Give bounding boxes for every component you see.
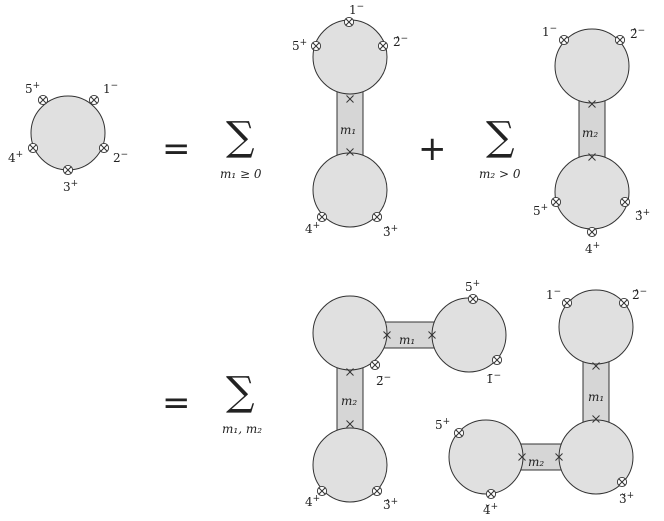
vertex-marker bbox=[558, 34, 570, 46]
lhs-label-5: 5+ bbox=[25, 81, 40, 96]
propagator-label-m2: m₂ bbox=[582, 126, 598, 140]
cross-marker bbox=[383, 331, 391, 339]
cross-marker bbox=[518, 453, 526, 461]
vertex-marker bbox=[618, 297, 630, 309]
d2-label-2hat: 2̂− bbox=[630, 26, 645, 41]
vertex-marker bbox=[369, 359, 381, 371]
vertex-marker bbox=[88, 94, 100, 106]
vertex-marker bbox=[316, 485, 328, 497]
d2-label-1: 1− bbox=[542, 24, 557, 39]
cross-marker bbox=[592, 362, 600, 370]
cross-marker bbox=[555, 453, 563, 461]
d1-label-2hat: 2̂− bbox=[393, 34, 408, 49]
diagram-2 bbox=[550, 28, 631, 238]
d3-label-2bar: 2̄− bbox=[376, 373, 391, 388]
propagator-label-m1-h: m₁ bbox=[399, 333, 415, 347]
d2-label-3hat: 3̂+ bbox=[635, 208, 650, 223]
cross-marker bbox=[346, 148, 354, 156]
diagram-4 bbox=[448, 289, 634, 500]
lhs-blob bbox=[27, 94, 110, 176]
d4-label-5: 5+ bbox=[435, 417, 450, 432]
d4-label-2hat: 2̂− bbox=[632, 287, 647, 302]
sum-symbol-1: ∑ bbox=[226, 114, 255, 160]
d3-label-5: 5+ bbox=[465, 279, 480, 294]
cross-marker bbox=[588, 153, 596, 161]
cross-marker bbox=[592, 415, 600, 423]
d2-label-5: 5+ bbox=[533, 203, 548, 218]
vertex-marker bbox=[453, 427, 465, 439]
cross-marker bbox=[428, 331, 436, 339]
d4-label-4breve: 4̆+ bbox=[483, 502, 498, 517]
vertex-marker bbox=[98, 142, 110, 154]
vertex-marker bbox=[614, 34, 626, 46]
diagram-3 bbox=[312, 293, 507, 503]
d1-label-1: 1− bbox=[349, 2, 364, 17]
cross-marker bbox=[588, 100, 596, 108]
propagator-label-m2-h: m₂ bbox=[528, 455, 544, 469]
vertex-marker bbox=[550, 196, 562, 208]
d3-label-3hat: 3̂+ bbox=[383, 497, 398, 512]
lhs-label-3: 3+ bbox=[63, 179, 78, 194]
d2-label-4: 4+ bbox=[585, 241, 600, 256]
sum-subscript-1: m₁ ≥ 0 bbox=[220, 167, 262, 181]
vertex-marker bbox=[37, 94, 49, 106]
vertex-marker bbox=[62, 164, 74, 176]
vertex-marker bbox=[371, 211, 383, 223]
d1-label-4: 4+ bbox=[305, 221, 320, 236]
lhs-label-4: 4+ bbox=[8, 150, 23, 165]
vertex-marker bbox=[619, 196, 631, 208]
sum-symbol-2: ∑ bbox=[486, 114, 515, 160]
lhs-label-2: 2− bbox=[113, 150, 128, 165]
vertex-marker bbox=[467, 293, 479, 305]
vertex-marker bbox=[316, 211, 328, 223]
vertex-marker bbox=[616, 476, 628, 488]
d1-label-3hat: 3̂+ bbox=[383, 224, 398, 239]
lhs-label-1: 1− bbox=[103, 81, 118, 96]
cross-marker bbox=[346, 368, 354, 376]
d1-label-5: 5+ bbox=[292, 38, 307, 53]
vertex-marker bbox=[377, 40, 389, 52]
d3-label-4: 4+ bbox=[305, 494, 320, 509]
vertex-marker bbox=[561, 297, 573, 309]
vertex-marker bbox=[586, 226, 598, 238]
cross-marker bbox=[346, 420, 354, 428]
vertex-marker bbox=[27, 142, 39, 154]
propagator-label-m1-v: m₁ bbox=[588, 390, 604, 404]
vertex-marker bbox=[371, 485, 383, 497]
equals-sign-2: = bbox=[162, 383, 191, 423]
vertex-marker bbox=[491, 354, 503, 366]
plus-sign: + bbox=[418, 129, 447, 169]
propagator-label-m1: m₁ bbox=[340, 123, 356, 137]
sum-subscript-3: m₁, m₂ bbox=[222, 422, 262, 436]
d3-label-1bar: 1̄− bbox=[486, 371, 501, 386]
cross-marker bbox=[346, 95, 354, 103]
d4-label-3check: 3̌+ bbox=[619, 491, 634, 506]
equals-sign-1: = bbox=[162, 129, 191, 169]
vertex-marker bbox=[485, 488, 497, 500]
diagram-1 bbox=[310, 16, 389, 228]
sum-subscript-2: m₂ > 0 bbox=[479, 167, 521, 181]
vertex-marker bbox=[343, 16, 355, 28]
propagator-label-m2-v: m₂ bbox=[341, 394, 357, 408]
sum-symbol-3: ∑ bbox=[226, 369, 255, 415]
d4-label-1: 1− bbox=[546, 287, 561, 302]
vertex-marker bbox=[310, 40, 322, 52]
